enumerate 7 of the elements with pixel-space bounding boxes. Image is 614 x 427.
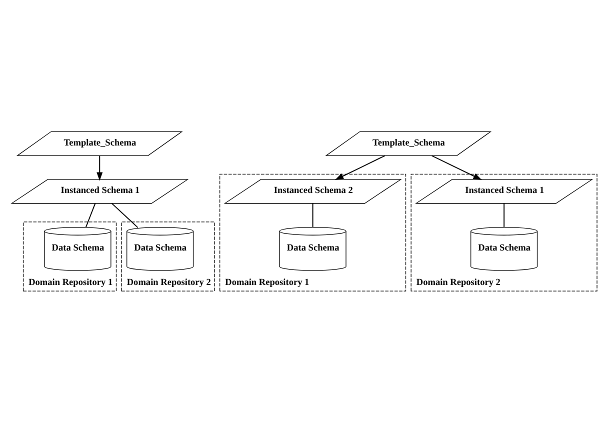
connector [504, 202, 505, 228]
arrow [431, 154, 482, 180]
connector [111, 202, 138, 228]
connector [312, 202, 314, 228]
arrow [334, 154, 386, 180]
connector [85, 202, 96, 228]
arrow [96, 154, 103, 180]
